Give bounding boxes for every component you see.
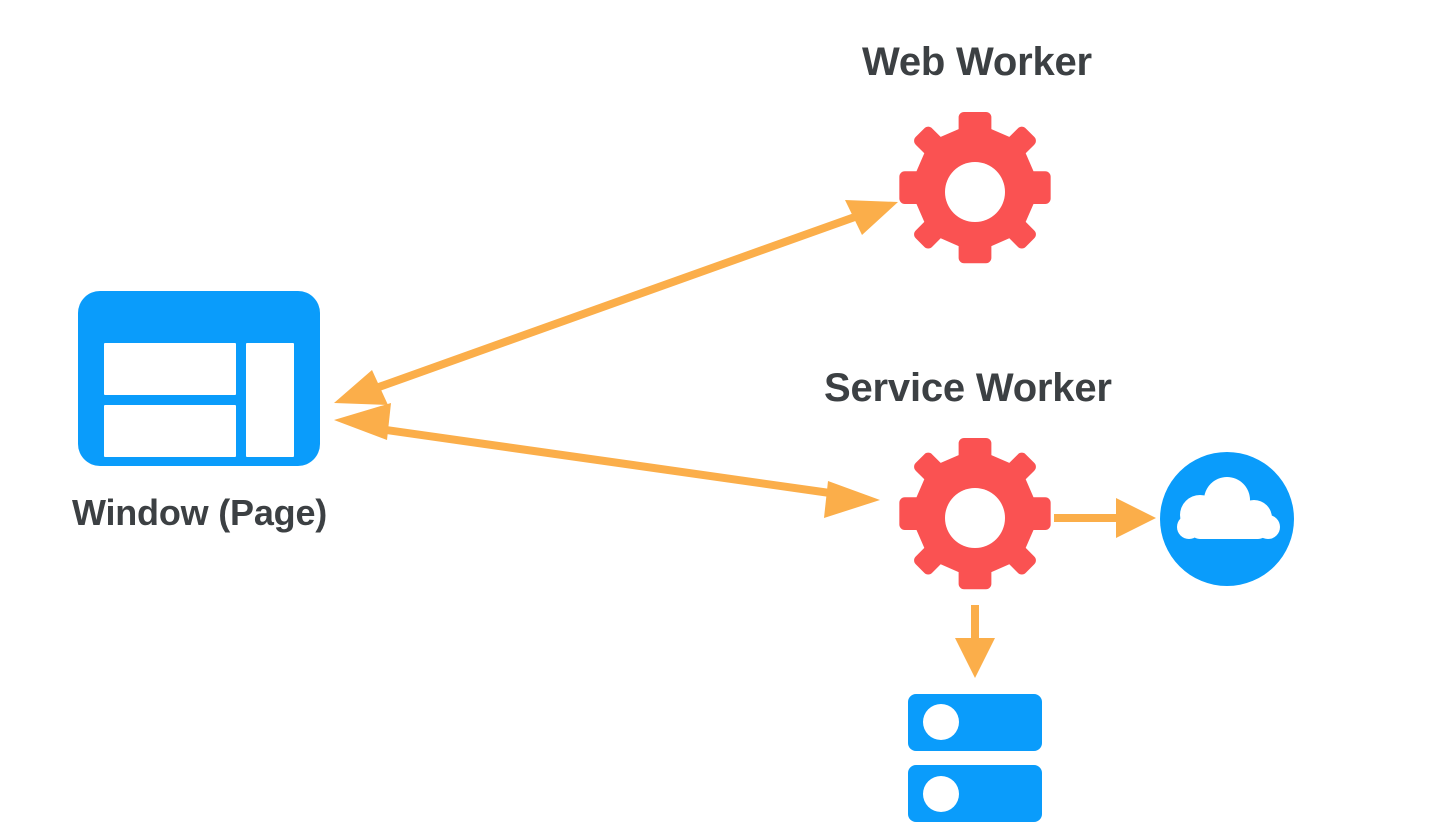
node-label-web-worker: Web Worker (862, 40, 1092, 84)
node-web-worker[interactable] (899, 111, 1051, 264)
node-cloud[interactable] (1160, 452, 1294, 586)
arrowhead-to-web-worker (845, 200, 898, 235)
node-database[interactable] (908, 694, 1042, 822)
window-panel-right (246, 343, 294, 457)
gear-icon (899, 437, 1051, 590)
database-indicator-top (923, 704, 959, 740)
window-panel-bottom-left (104, 405, 236, 457)
node-service-worker[interactable] (899, 437, 1051, 590)
arrowhead-to-cloud (1116, 498, 1156, 538)
node-window-page[interactable] (78, 291, 320, 466)
edge-service-worker-to-cloud[interactable] (1054, 498, 1156, 538)
edge-service-worker-to-database[interactable] (955, 605, 995, 678)
node-label-window-page: Window (Page) (72, 492, 328, 533)
cloud-icon (1177, 477, 1280, 539)
edge-layer (334, 200, 1156, 678)
arrowhead-to-window-upper (334, 370, 388, 405)
node-label-service-worker: Service Worker (824, 366, 1112, 410)
database-indicator-bottom (923, 776, 959, 812)
arrowhead-to-database (955, 638, 995, 678)
arrowhead-to-service-worker (824, 481, 880, 518)
gear-center-hole (945, 162, 1005, 222)
gear-icon (899, 111, 1051, 264)
edge-window-to-service-worker[interactable] (334, 403, 880, 518)
edge-line (364, 423, 845, 499)
arrowhead-to-window-lower (334, 403, 391, 440)
edge-window-to-web-worker[interactable] (334, 200, 898, 405)
edge-line (363, 209, 868, 396)
window-panel-top-left (104, 343, 236, 395)
gear-center-hole (945, 488, 1005, 548)
